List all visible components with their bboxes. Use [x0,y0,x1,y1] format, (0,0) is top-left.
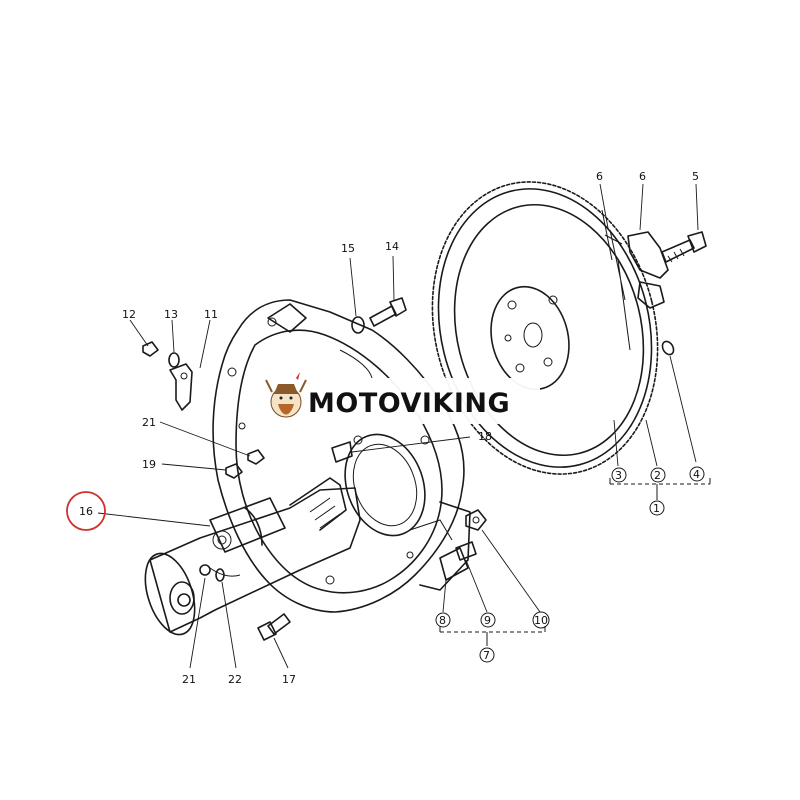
callout-labels: 12 13 11 15 14 6 6 5 21 18 19 21 22 17 3… [66,170,705,686]
pin-9 [455,541,477,561]
callout-21-bottom: 21 [182,673,196,686]
dowel-pin [661,340,675,356]
callout-9: 9 [480,612,496,628]
lock-plate [604,231,669,309]
bolt-14 [369,297,407,327]
brand-watermark: MOTOVIKING [262,372,540,424]
group-bracket-1 [609,478,711,500]
callout-5: 5 [692,170,699,183]
svg-text:7: 7 [483,649,490,662]
flywheel-bolt [661,231,707,263]
callout-16-highlighted: 16 [66,491,106,531]
callout-14: 14 [385,240,399,253]
svg-text:1: 1 [653,502,660,515]
flywheel-hub [490,285,570,391]
callout-22: 22 [228,673,242,686]
callout-12: 12 [122,308,136,321]
flywheel-housing [212,299,471,613]
flywheel-ring-gear [431,181,659,475]
leader-lines [97,183,699,669]
callout-15: 15 [341,242,355,255]
callout-13: 13 [164,308,178,321]
svg-text:16: 16 [79,505,93,518]
callout-8: 8 [435,612,451,628]
callout-3: 3 [611,467,627,483]
svg-text:9: 9 [484,614,491,627]
callout-6b: 6 [639,170,646,183]
washer-15 [351,316,365,334]
callout-1: 1 [649,500,665,516]
brand-backdrop [262,378,540,424]
cover-8 [439,547,469,581]
svg-text:4: 4 [693,468,700,481]
nut-21-top [247,449,265,465]
group-bracket-7 [439,626,546,646]
callout-17: 17 [282,673,296,686]
stud-18 [331,441,353,463]
callout-4: 4 [689,466,705,482]
callout-2: 2 [650,467,666,483]
callout-10: 10 [532,611,550,629]
brand-name: MOTOVIKING [308,388,510,419]
bolt-17 [257,613,291,641]
callout-6a: 6 [596,170,603,183]
starter-motor [144,477,361,636]
callout-11: 11 [204,308,218,321]
nut-10 [465,509,487,531]
callout-21-top: 21 [142,416,156,429]
svg-text:10: 10 [534,614,548,627]
nut-12 [142,341,159,357]
viking-logo [265,372,307,418]
washer-22 [215,568,225,582]
washer-13 [168,352,180,368]
callout-18: 18 [478,430,492,443]
callout-7: 7 [479,647,495,663]
svg-text:2: 2 [654,469,661,482]
nut-19 [225,463,243,479]
nut-21-bottom [199,564,211,576]
svg-text:3: 3 [615,469,622,482]
callout-19: 19 [142,458,156,471]
bracket-11 [169,363,193,411]
svg-text:8: 8 [439,614,446,627]
